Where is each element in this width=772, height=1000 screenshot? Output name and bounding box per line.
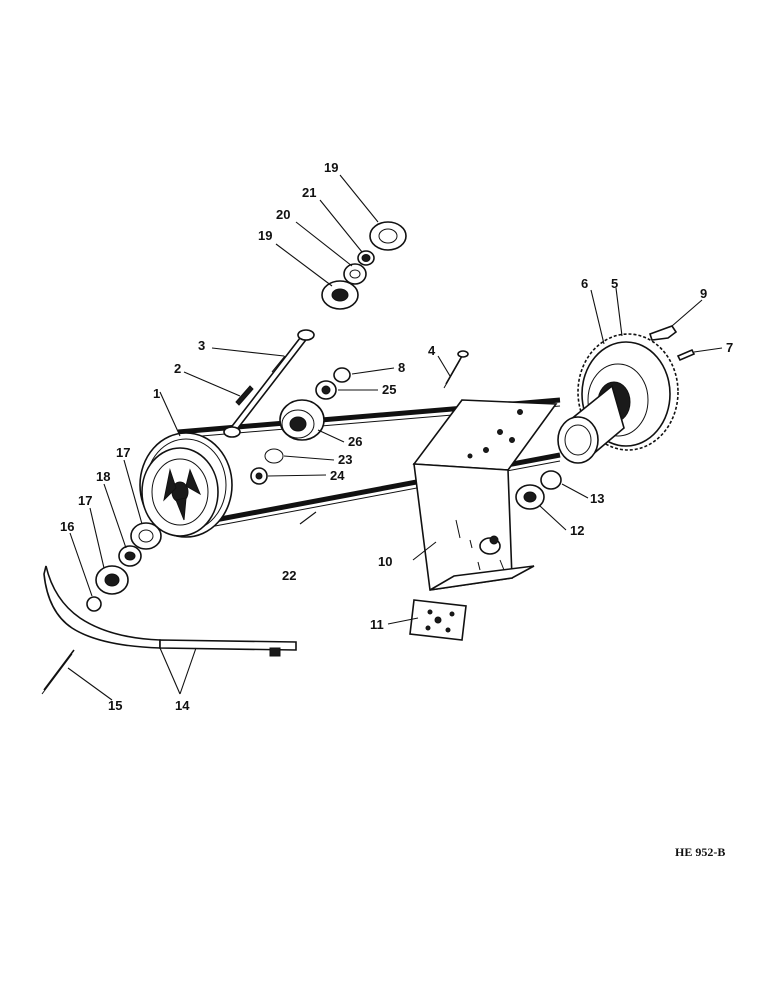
roll-pin: [676, 348, 696, 362]
drive-pulley: [139, 432, 233, 538]
leader-lines: [67, 174, 723, 701]
callout-6: 6: [581, 276, 588, 291]
bearing-upper: [343, 263, 367, 285]
callout-4: 4: [428, 343, 436, 358]
key: [235, 385, 254, 406]
mounting-bracket: [412, 399, 558, 591]
idler-bearing: [315, 380, 337, 400]
mounting-plate: [409, 599, 467, 641]
nut-small: [86, 596, 102, 612]
drawing-code: HE 952-B: [675, 845, 726, 859]
callout-3: 3: [198, 338, 205, 353]
callout-15: 15: [108, 698, 122, 713]
belt-shield: [43, 565, 297, 657]
callout-25: 25: [382, 382, 396, 397]
callout-17-lower: 17: [78, 493, 92, 508]
bearing-flange-upper: [369, 221, 407, 251]
bushing: [250, 467, 268, 485]
bearing-left: [118, 545, 142, 567]
callout-10: 10: [378, 554, 392, 569]
callout-8: 8: [398, 360, 405, 375]
callout-18: 18: [96, 469, 110, 484]
washer: [540, 470, 562, 490]
callout-12: 12: [570, 523, 584, 538]
callout-26: 26: [348, 434, 362, 449]
callout-17-upper: 17: [116, 445, 130, 460]
callout-23: 23: [338, 452, 352, 467]
callout-7: 7: [726, 340, 733, 355]
callout-13: 13: [590, 491, 604, 506]
bearing-nut: [515, 484, 545, 510]
hub: [557, 384, 625, 464]
callout-11: 11: [370, 617, 384, 632]
shield-bolt: [41, 649, 75, 695]
spacer-small: [333, 367, 351, 383]
shaft: [223, 329, 315, 438]
callout-24: 24: [330, 468, 345, 483]
callout-9: 9: [700, 286, 707, 301]
bolt: [443, 350, 469, 389]
callout-5: 5: [611, 276, 618, 291]
bearing-retainer: [357, 250, 375, 266]
callout-19-top: 19: [324, 160, 338, 175]
retaining-clip: [648, 325, 678, 341]
callout-22: 22: [282, 568, 296, 583]
bearing-flange-lower: [321, 280, 359, 310]
bearing-flange-left-upper: [130, 522, 162, 550]
bearing-flange-left: [95, 565, 129, 595]
callout-2: 2: [174, 361, 181, 376]
callout-19-lower: 19: [258, 228, 272, 243]
callout-21: 21: [302, 185, 316, 200]
callout-16: 16: [60, 519, 74, 534]
callout-20: 20: [276, 207, 290, 222]
callout-14: 14: [175, 698, 190, 713]
snap-ring: [264, 448, 284, 464]
idler-pulley: [279, 399, 325, 441]
callout-1: 1: [153, 386, 160, 401]
